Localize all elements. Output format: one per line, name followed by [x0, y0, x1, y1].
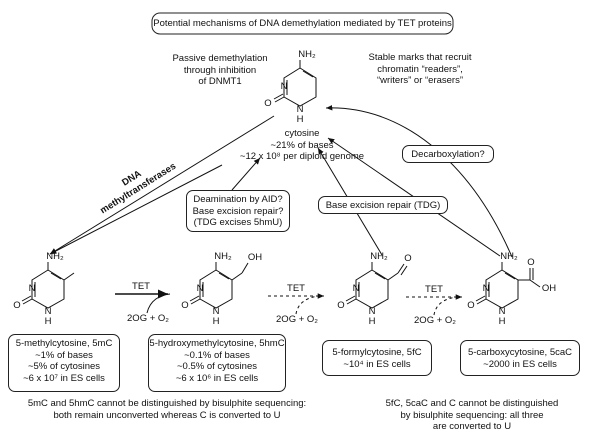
- title-box: [151, 12, 454, 35]
- 5cac-nh2: NH₂: [500, 251, 518, 262]
- cofactor-curve-3: [433, 296, 459, 316]
- base-excision-repair-box: Base excision repair (TDG): [318, 196, 448, 214]
- 5cac-n1: N: [498, 306, 506, 317]
- 5mc-nh2: NH₂: [46, 251, 64, 262]
- 5hmc-oh: OH: [247, 252, 263, 263]
- 5mc-o: O: [13, 300, 21, 311]
- cytosine-o: O: [264, 98, 272, 109]
- compound-box-5cac: 5-carboxycytosine, 5caC ~2000 in ES cell…: [460, 340, 580, 376]
- cytosine-structure: [273, 60, 317, 107]
- 5hmc-structure: [189, 262, 249, 309]
- 5hmc-n3: N: [196, 283, 204, 294]
- compound-box-5mc: 5-methylcytosine, 5mC ~1% of bases ~5% o…: [8, 334, 120, 392]
- deamination-box: Deamination by AID? Base excision repair…: [186, 190, 290, 232]
- 5hmc-n1: N: [212, 306, 220, 317]
- footnote-right: 5fC, 5caC and C cannot be distinguished …: [385, 398, 559, 432]
- footnote-left: 5mC and 5hmC cannot be distinguished by …: [27, 398, 307, 421]
- 5hmc-h: H: [212, 316, 220, 327]
- 5fc-structure: [345, 262, 408, 309]
- cofactor-curve-2: [295, 295, 321, 315]
- 5mc-structure: [21, 262, 75, 309]
- 5mc-h: H: [44, 316, 52, 327]
- compound-box-5hmc: 5-hydroxymethylcytosine, 5hmC ~0.1% of b…: [148, 334, 286, 392]
- 5hmc-nh2: NH₂: [214, 251, 232, 262]
- cofactor-curve-1: [146, 293, 171, 314]
- 5cac-oh: OH: [541, 283, 557, 294]
- 5cac-o: O: [467, 300, 475, 311]
- cytosine-info: cytosine ~21% of bases ~12 x 10⁸ per dip…: [239, 128, 365, 162]
- diagram-title: Potential mechanisms of DNA demethylatio…: [153, 18, 452, 29]
- decarboxylation-box: Decarboxylation?: [402, 145, 494, 163]
- cofactor-label-3: 2OG + O₂: [414, 315, 456, 326]
- 5fc-o-aldehyde: O: [404, 253, 412, 264]
- cytosine-nh2: NH₂: [298, 49, 316, 60]
- cytosine-h: H: [296, 114, 304, 125]
- 5cac-h: H: [498, 316, 506, 327]
- 5fc-o: O: [337, 300, 345, 311]
- 5fc-h: H: [368, 316, 376, 327]
- 5mc-n1: N: [44, 306, 52, 317]
- cofactor-label-1: 2OG + O₂: [127, 313, 169, 324]
- cytosine-n1: N: [296, 104, 304, 115]
- tet-label-1: TET: [132, 281, 150, 292]
- arrow-5mc-to-cytosine: [49, 164, 223, 255]
- passive-demethylation-note: Passive demethylation through inhibition…: [172, 53, 268, 87]
- stable-marks-note: Stable marks that recruit chromatin “rea…: [368, 52, 472, 86]
- 5hmc-o: O: [181, 300, 189, 311]
- 5fc-nh2: NH₂: [370, 251, 388, 262]
- 5cac-structure: [475, 262, 541, 309]
- compound-box-5fc: 5-formylcytosine, 5fC ~10⁴ in ES cells: [322, 340, 432, 376]
- tet-label-2: TET: [287, 283, 305, 294]
- 5fc-n1: N: [368, 306, 376, 317]
- cofactor-label-2: 2OG + O₂: [276, 314, 318, 325]
- 5fc-n3: N: [352, 283, 360, 294]
- 5cac-n3: N: [482, 283, 490, 294]
- 5cac-o-carboxyl: O: [527, 257, 535, 268]
- arrow-to-5mc-from-dnmt: [49, 115, 275, 255]
- arrow-5hmc-to-cytosine: [231, 157, 261, 191]
- cytosine-n3: N: [280, 81, 288, 92]
- tet-label-3: TET: [425, 284, 443, 295]
- 5mc-n3: N: [28, 283, 36, 294]
